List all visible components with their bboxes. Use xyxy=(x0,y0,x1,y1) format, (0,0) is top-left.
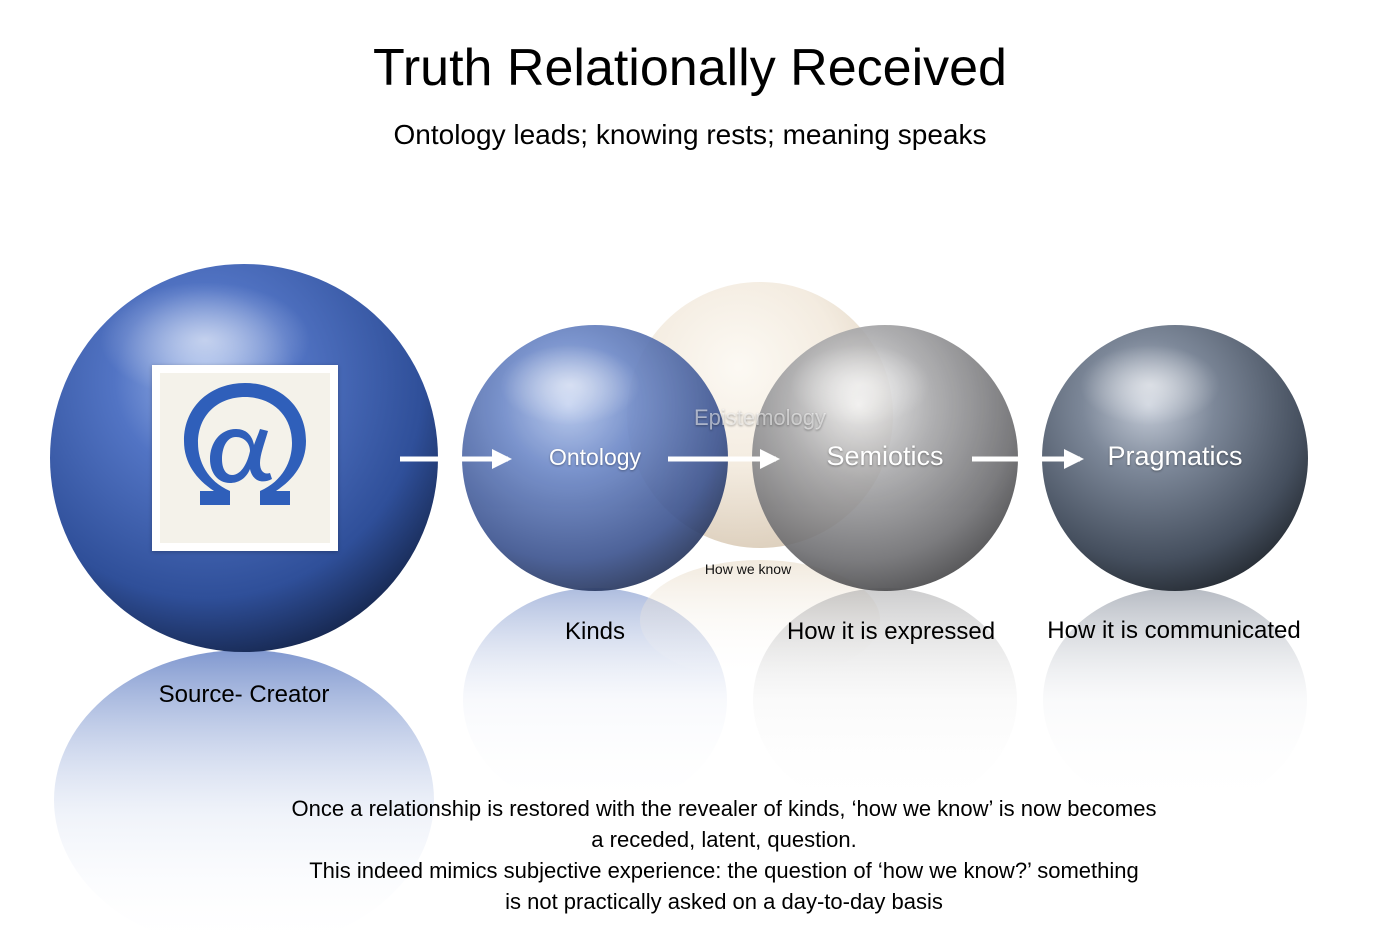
description-line: a receded, latent, question. xyxy=(591,827,857,852)
pragmatics-sphere-reflection xyxy=(1043,588,1307,812)
description-line: Once a relationship is restored with the… xyxy=(291,796,1157,821)
epistemology-caption: How we know xyxy=(704,561,792,577)
semiotics-label: Semiotics xyxy=(826,441,944,471)
page-title: Truth Relationally Received xyxy=(373,39,1007,97)
pragmatics-label: Pragmatics xyxy=(1107,441,1243,471)
omega-alpha-icon xyxy=(184,383,306,505)
ontology-caption: Kinds xyxy=(564,618,626,645)
pragmatics-caption: How it is communicated xyxy=(1047,617,1301,644)
ontology-sphere xyxy=(462,325,728,591)
ontology-label: Ontology xyxy=(548,444,642,470)
description-text: Once a relationship is restored with the… xyxy=(0,793,1380,917)
description-line: is not practically asked on a day-to-day… xyxy=(505,889,943,914)
source-sphere-reflection xyxy=(54,650,434,946)
description-line: This indeed mimics subjective experience… xyxy=(309,858,1139,883)
logo-background xyxy=(160,373,330,543)
epistemology-label: Epistemology xyxy=(693,405,827,430)
omega-alpha-logo xyxy=(152,365,338,551)
semiotics-sphere xyxy=(752,325,1018,591)
source-caption: Source- Creator xyxy=(158,681,330,708)
pragmatics-sphere xyxy=(1042,325,1308,591)
page-subtitle: Ontology leads; knowing rests; meaning s… xyxy=(393,119,987,150)
semiotics-caption: How it is expressed xyxy=(786,618,996,645)
semiotics-sphere-reflection xyxy=(753,588,1017,812)
